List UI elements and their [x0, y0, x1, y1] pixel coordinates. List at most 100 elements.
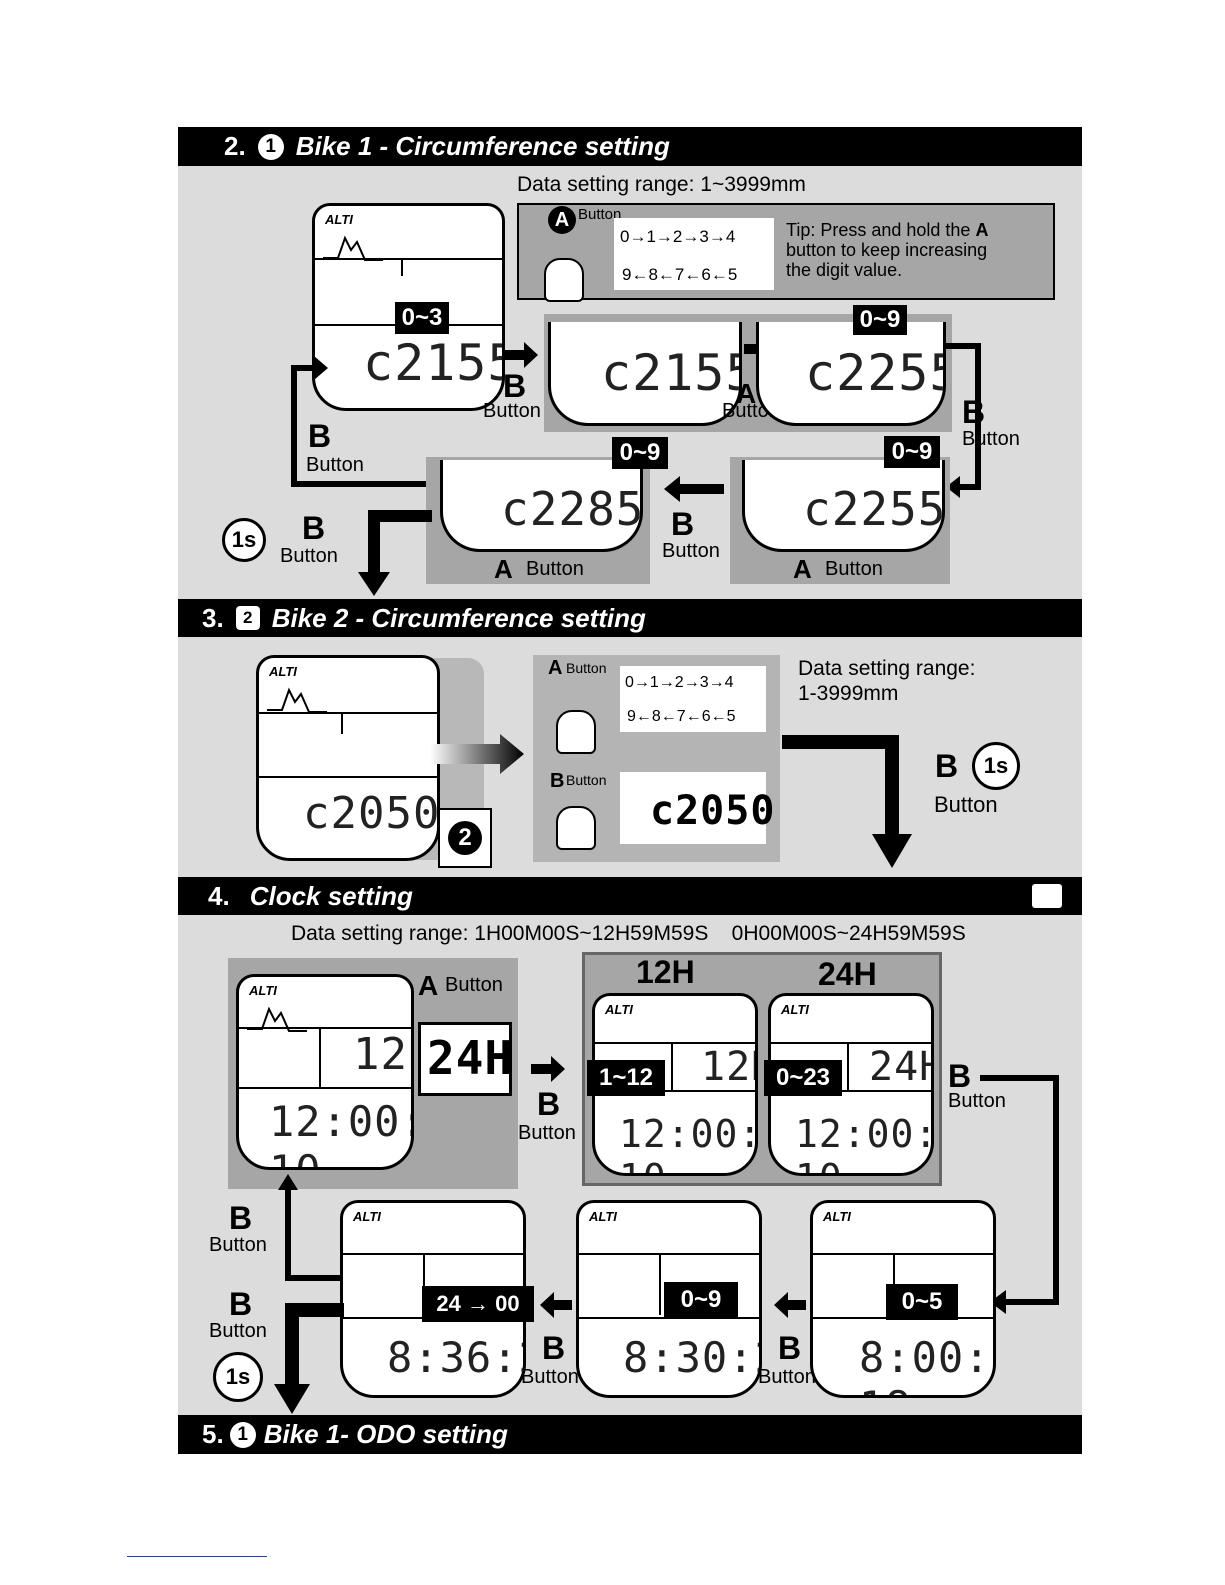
lcd-value: c2050 — [303, 788, 440, 839]
a-button-label: Button — [566, 660, 607, 676]
b-key-label: B — [308, 418, 332, 454]
section-3-range-line2: 1-3999mm — [798, 682, 899, 705]
digit-sequence-box — [614, 218, 774, 290]
exit-arrow-down-icon — [358, 510, 432, 596]
section-5-number: 5. — [202, 1419, 224, 1449]
section-3-number: 3. — [202, 602, 224, 633]
altitude-graph-icon — [247, 1006, 307, 1032]
lcd-value: c2255 — [803, 482, 945, 536]
bike-2-badge: 2 — [438, 808, 492, 868]
sequence-bottom: 9←8←7←6←5 — [627, 708, 736, 725]
range-tag-rollover: 24 → 00 — [422, 1286, 534, 1322]
b-button-label: Button — [758, 1366, 816, 1388]
bike-2-icon: 2 — [235, 606, 260, 630]
section-2-number: 2. — [224, 131, 246, 161]
lcd-device-step-2: c2255 — [756, 322, 946, 426]
section-4-title: Clock setting — [249, 880, 413, 911]
tip-text: Tip: Press and hold the A button to keep… — [786, 220, 989, 280]
a-button-icon: A — [548, 206, 576, 234]
lcd-result-box — [620, 772, 766, 844]
b-key-label: B — [229, 1200, 253, 1236]
lcd-time: 12:00: 10 — [269, 1097, 414, 1167]
a-key-label: A — [418, 970, 439, 1001]
lcd-value: c2285 — [501, 482, 643, 536]
sequence-bottom: 9←8←7←6←5 — [622, 265, 738, 284]
b-key-label: B — [778, 1330, 802, 1366]
b-key-label: B — [962, 394, 986, 430]
b-key-label: B — [537, 1086, 561, 1122]
range-tag-hour-12: 1~12 — [587, 1060, 665, 1096]
section-5-header: 5. 1 Bike 1- ODO setting — [178, 1415, 1082, 1454]
gradient-arrow-right-icon — [430, 734, 524, 774]
section-4-header: 4. Clock setting — [178, 877, 1082, 915]
b-button-label: Button — [948, 1090, 1006, 1112]
lcd-value: c2155 — [601, 344, 742, 402]
footer-rule — [127, 1556, 267, 1557]
24h-option-box: 24H — [418, 1022, 512, 1096]
a-key-label: A — [793, 554, 812, 584]
b-key-label: B — [542, 1330, 566, 1366]
b-key-label: B — [948, 1058, 972, 1094]
flow-connector — [980, 1075, 1059, 1314]
finger-icon — [556, 710, 596, 754]
b-button-label: Button — [662, 540, 720, 562]
a-button-label: Button — [578, 206, 622, 223]
b-button-label: Button — [934, 792, 998, 817]
label-24h: 24H — [818, 956, 877, 992]
digit-sequence-box — [620, 666, 766, 732]
sequence-top: 0→1→2→3→4 — [620, 227, 736, 246]
section-3-header: 3. 2 Bike 2 - Circumference setting — [178, 599, 1082, 637]
b-button-label: Button — [280, 545, 338, 567]
a-button-label: Button — [526, 558, 584, 580]
range-tag-hour-24: 0~23 — [764, 1060, 842, 1096]
a-button-label: Button — [825, 558, 883, 580]
range-tag-minute-units: 0~9 — [664, 1282, 738, 1318]
alti-logo: ALTI — [605, 1002, 633, 1017]
alti-logo: ALTI — [589, 1209, 617, 1224]
hold-1s-timer-icon: 1s — [213, 1352, 263, 1402]
range-tag-third-digit: 0~9 — [612, 437, 668, 469]
b-key-label: B — [503, 368, 527, 404]
alti-logo: ALTI — [823, 1209, 851, 1224]
section-3-range-line1: Data setting range: — [798, 657, 976, 680]
b-key-label: B — [935, 748, 959, 784]
b-key-label: B — [302, 510, 326, 546]
lcd-value: c2255 — [805, 344, 946, 402]
tip-box — [517, 203, 1055, 300]
range-tag-first-digit: 0~3 — [395, 302, 449, 334]
arrow-left-icon — [540, 1292, 572, 1318]
section-2-range: Data setting range: 1~3999mm — [517, 173, 806, 196]
exit-arrow-down-icon — [782, 735, 912, 868]
hold-1s-timer-icon: 1s — [972, 742, 1020, 790]
lcd-device-step-4: c2285 — [440, 460, 643, 552]
a-key-label: A — [494, 554, 513, 584]
b-button-label: Button — [518, 1122, 576, 1144]
flow-return-connector — [278, 1174, 342, 1281]
lcd-time: 8:30:20 — [623, 1333, 759, 1382]
lcd-device-12h: ALTI 12H 12:00: 10 — [592, 993, 758, 1176]
lcd-device-step-1: c2155 — [548, 322, 742, 426]
finger-icon — [556, 806, 596, 850]
b-button-label: Button — [306, 454, 364, 476]
altitude-graph-icon — [323, 235, 383, 261]
flow-connector — [946, 343, 981, 498]
finger-icon — [544, 258, 584, 302]
b-button-label: Button — [566, 772, 607, 788]
section-2-title: Bike 1 - Circumference setting — [295, 131, 670, 161]
arrow-left-icon — [774, 1292, 806, 1318]
alti-logo: ALTI — [353, 1209, 381, 1224]
label-12h: 12H — [636, 954, 695, 990]
b-button-label: Button — [209, 1320, 267, 1342]
section-2-header: 2. 1 Bike 1 - Circumference setting — [178, 127, 1082, 166]
alti-logo: ALTI — [269, 664, 297, 679]
section-3-title: Bike 2 - Circumference setting — [271, 602, 646, 633]
b-button-label: Button — [962, 428, 1020, 450]
flow-return-connector — [291, 356, 426, 487]
section-4-number: 4. — [208, 880, 230, 911]
section-5-title: Bike 1- ODO setting — [263, 1419, 508, 1449]
hold-1s-timer-icon: 1s — [222, 518, 266, 562]
lcd-time: 8:00: 18 — [859, 1333, 991, 1395]
altitude-graph-icon — [267, 687, 327, 713]
lcd-time: 8:36:24 — [387, 1333, 523, 1382]
alti-logo: ALTI — [781, 1002, 809, 1017]
